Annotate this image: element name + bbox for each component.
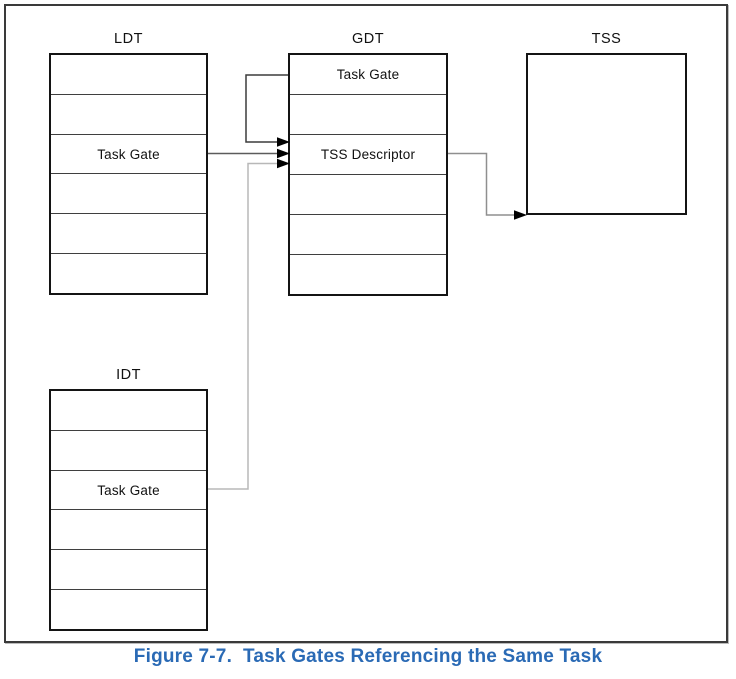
table-row bbox=[51, 55, 206, 95]
tss-box bbox=[526, 53, 687, 215]
gdt-title: GDT bbox=[351, 31, 385, 47]
figure-caption: Figure 7-7. Task Gates Referencing the S… bbox=[133, 646, 603, 667]
table-row bbox=[290, 215, 446, 255]
table-row bbox=[51, 391, 206, 431]
table-row bbox=[51, 550, 206, 591]
ldt-title: LDT bbox=[114, 31, 143, 47]
table-row bbox=[51, 510, 206, 551]
ldt-table: Task Gate bbox=[49, 53, 208, 295]
gdt-table: Task Gate TSS Descriptor bbox=[288, 53, 448, 296]
idt-title: IDT bbox=[116, 367, 141, 383]
ldt-task-gate-row: Task Gate bbox=[51, 135, 206, 175]
idt-table: Task Gate bbox=[49, 389, 208, 631]
tss-title: TSS bbox=[591, 31, 622, 47]
idt-task-gate-row: Task Gate bbox=[51, 471, 206, 511]
table-row bbox=[290, 175, 446, 215]
table-row bbox=[51, 254, 206, 293]
table-row bbox=[290, 255, 446, 294]
table-row bbox=[51, 174, 206, 215]
table-row bbox=[51, 214, 206, 255]
table-row bbox=[51, 590, 206, 629]
table-row bbox=[51, 95, 206, 135]
table-row bbox=[290, 95, 446, 135]
gdt-tss-descriptor-row: TSS Descriptor bbox=[290, 135, 446, 175]
table-row bbox=[51, 431, 206, 471]
gdt-task-gate-row: Task Gate bbox=[290, 55, 446, 95]
